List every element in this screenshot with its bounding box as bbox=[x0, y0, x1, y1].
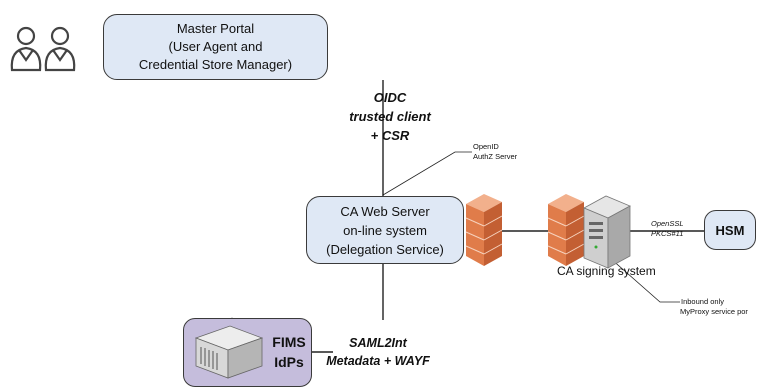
master-portal-box: Master Portal (User Agent and Credential… bbox=[103, 14, 328, 80]
oidc-label: OIDC trusted client + CSR bbox=[345, 88, 435, 145]
firewall-icon bbox=[465, 194, 503, 266]
master-portal-title: Master Portal bbox=[176, 21, 255, 36]
saml-label-line-2: Metadata + WAYF bbox=[326, 354, 430, 368]
hsm-box: HSM bbox=[704, 210, 756, 250]
openid-note-line-2: AuthZ Server bbox=[473, 152, 518, 161]
ca-web-server-title: CA Web Server bbox=[340, 203, 430, 219]
inbound-note: Inbound only MyProxy service por bbox=[680, 297, 748, 317]
inbound-note-line-2: MyProxy service por bbox=[680, 307, 748, 316]
openssl-label: OpenSSL PKCS#11 bbox=[651, 219, 684, 239]
inbound-note-line-1: Inbound only bbox=[681, 297, 724, 306]
users-icon bbox=[10, 26, 76, 72]
ca-signing-label: CA signing system bbox=[557, 264, 656, 278]
oidc-label-line-2: trusted client bbox=[349, 109, 431, 124]
master-portal-subtitle: (User Agent and bbox=[168, 39, 263, 54]
master-portal-subtitle-2: Credential Store Manager) bbox=[138, 57, 293, 72]
openssl-label-line-1: OpenSSL bbox=[651, 219, 684, 228]
server-icon bbox=[583, 195, 631, 269]
ca-web-server-subtitle-2: (Delegation Service) bbox=[326, 241, 444, 257]
fims-label-line-2: IdPs bbox=[274, 354, 304, 370]
fims-label-line-1: FIMS bbox=[272, 334, 306, 350]
ca-web-server-box: CA Web Server on-line system (Delegation… bbox=[306, 196, 464, 264]
oidc-label-line-1: OIDC bbox=[373, 90, 407, 105]
firewall-icon-2 bbox=[547, 194, 585, 266]
openssl-label-line-2: PKCS#11 bbox=[651, 229, 684, 238]
saml-label: SAML2Int Metadata + WAYF bbox=[318, 334, 438, 370]
hsm-label: HSM bbox=[715, 222, 745, 238]
fims-label: FIMS IdPs bbox=[272, 332, 306, 372]
openid-note-line-1: OpenID bbox=[473, 142, 499, 151]
ca-web-server-subtitle: on-line system bbox=[343, 222, 427, 238]
openid-note: OpenID AuthZ Server bbox=[473, 142, 517, 162]
oidc-label-line-3: + CSR bbox=[370, 128, 410, 143]
saml-label-line-1: SAML2Int bbox=[349, 336, 407, 350]
